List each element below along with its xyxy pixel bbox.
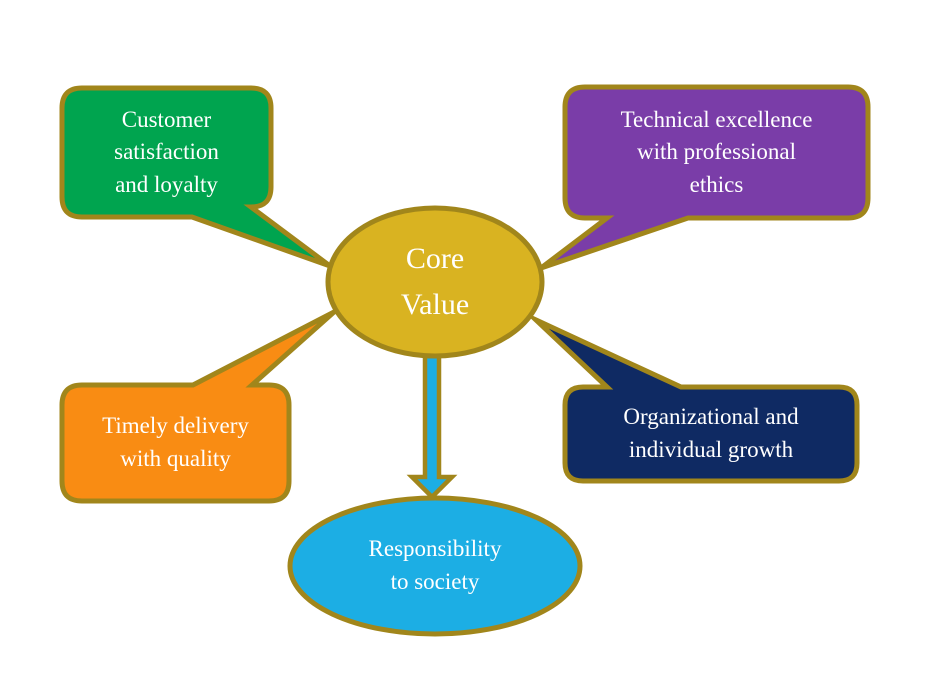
bubble-organizational-growth [523, 311, 860, 484]
bubble-customer-satisfaction [59, 85, 345, 274]
bubble-timely-delivery [59, 300, 351, 504]
responsibility-ellipse [287, 495, 583, 637]
bubble-technical-excellence [527, 84, 871, 276]
down-arrow [406, 353, 458, 501]
core-value-ellipse [325, 205, 545, 359]
